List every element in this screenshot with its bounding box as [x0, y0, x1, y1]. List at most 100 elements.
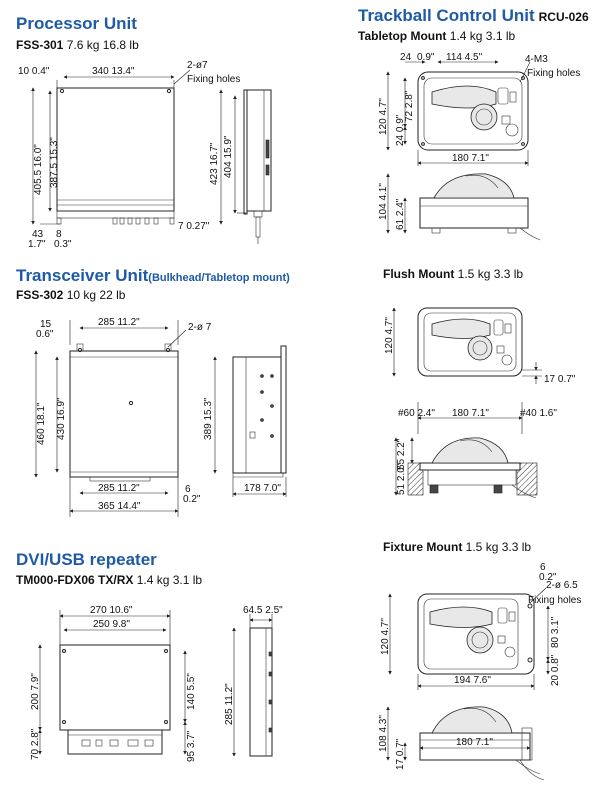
transceiver-center-hole: [128, 400, 134, 406]
processor-height-inner-label: 387.5 15.3": [49, 137, 60, 188]
flush-mount-label: Flush Mount: [383, 267, 455, 281]
processor-width-label: 340 13.4": [92, 66, 135, 77]
transceiver-unit-title: Transceiver Unit(Bulkhead/Tabletop mount…: [16, 266, 290, 286]
fixture-holes-label: 2-ø 6.5: [546, 580, 578, 591]
transceiver-model: FSS-302: [16, 288, 64, 302]
dvi-model: TM000-FDX06 TX/RX: [16, 573, 134, 587]
processor-model: FSS-301: [16, 38, 64, 52]
transceiver-side-depth-label: 178 7.0": [244, 483, 281, 494]
flush-mount-weight: 1.5 kg 3.3 lb: [457, 267, 524, 281]
tabletop-top-view: [417, 71, 529, 151]
transceiver-front-view: [69, 343, 179, 482]
fixture-trackball: [466, 626, 494, 654]
processor-bottom-a-label: 43: [32, 229, 44, 240]
processor-bottom-b-inch: 0.3": [54, 239, 72, 250]
transceiver-height-outer-label: 460 18.1": [36, 402, 47, 445]
transceiver-side-view: [232, 345, 287, 478]
processor-bottom-a-inch: 1.7": [28, 239, 46, 250]
processor-front-view: [56, 87, 175, 225]
dvi-side-view: [249, 627, 273, 757]
processor-side-depth-label: 7 0.27": [178, 221, 210, 232]
transceiver-left-offset-inch: 0.6": [36, 329, 54, 340]
dvi-side-height-label: 285 11.2": [224, 683, 235, 725]
processor-bottom-b-label: 8: [56, 229, 62, 240]
fixture-mount-weight: 1.5 kg 3.3 lb: [465, 540, 532, 554]
transceiver-width-bottom1-label: 285 11.2": [98, 483, 140, 494]
tabletop-mount-label: Tabletop Mount: [358, 29, 447, 43]
processor-fixing-hole-right: [166, 88, 172, 94]
flush-side-view: [407, 437, 538, 499]
transceiver-holes-label: 2-ø 7: [188, 322, 212, 333]
tabletop-height3-label: 24 0.9": [395, 114, 406, 146]
transceiver-title-note: (Bulkhead/Tabletop mount): [148, 272, 290, 284]
tabletop-dim-a-inch: 0.9": [417, 52, 435, 63]
trackball-model: RCU-026: [538, 10, 589, 24]
tabletop-dim-a-label: 24: [400, 52, 412, 63]
flush-height51-label: 51 2.0": [396, 463, 407, 495]
processor-weight: 7.6 kg 16.8 lb: [66, 38, 139, 52]
processor-side-height1-label: 423 16.7": [209, 142, 220, 185]
tabletop-height2-label: 72 2.8": [404, 90, 415, 122]
dvi-repeater-title: DVI/USB repeater: [16, 550, 157, 569]
fixture-fixing-hole-top: [527, 603, 533, 609]
processor-holes-label: 2-ø7: [187, 60, 208, 71]
flush-depth-label: 17 0.7": [544, 374, 576, 385]
tabletop-holes-caption: Fixing holes: [527, 68, 580, 79]
processor-model-line: FSS-301 7.6 kg 16.8 lb: [16, 38, 139, 52]
transceiver-width-bottom2-label: 365 14.4": [98, 501, 141, 512]
trackball-title-text: Trackball Control Unit: [358, 6, 535, 25]
dvi-weight: 1.4 kg 3.1 lb: [136, 573, 203, 587]
processor-left-offset-label: 10 0.4": [18, 66, 50, 77]
flush-height-label: 120 4.7": [384, 317, 395, 354]
fixture-height-label: 120 4.7": [380, 618, 391, 655]
fixture-side-height2-label: 17 0.7": [395, 738, 406, 770]
flush-height55-label: 55 2.2": [396, 438, 407, 470]
tabletop-trackball: [470, 103, 498, 131]
transceiver-fixing-hole-right: [165, 347, 171, 353]
transceiver-side-height-label: 389 15.3": [203, 397, 214, 440]
dvi-holes-height-label: 140 5.5": [186, 673, 197, 710]
transceiver-fixing-hole-left: [77, 347, 83, 353]
fixture-fixing-hole-bottom: [527, 657, 533, 663]
flush-top-view: [417, 307, 523, 377]
transceiver-weight: 10 kg 22 lb: [66, 288, 126, 302]
fixture-offset-inch: 0.2": [539, 572, 557, 583]
dvi-width-inner-label: 250 9.8": [93, 619, 130, 630]
transceiver-width-top-label: 285 11.2": [98, 317, 140, 328]
flush-mount-line: Flush Mount 1.5 kg 3.3 lb: [383, 267, 523, 281]
transceiver-bottom-gap-inch: 0.2": [183, 494, 201, 505]
processor-side-view: [243, 89, 272, 244]
fixture-side-width-label: 180 7.1": [456, 737, 493, 748]
transceiver-height-inner-label: 430 16.9": [56, 397, 67, 440]
flush-cutout-right-label: #40 1.6": [520, 408, 557, 419]
processor-side-height2-label: 404 15.9": [223, 135, 234, 178]
transceiver-title-text: Transceiver Unit: [16, 266, 149, 285]
dvi-side-depth-label: 64.5 2.5": [243, 605, 283, 616]
fixture-mount-line: Fixture Mount 1.5 kg 3.3 lb: [383, 540, 531, 554]
dvi-front-view: [59, 644, 171, 755]
tabletop-side-height1-label: 104 4.1": [378, 183, 389, 220]
tabletop-mount-weight: 1.4 kg 3.1 lb: [449, 29, 516, 43]
processor-holes-caption: Fixing holes: [187, 74, 240, 85]
fixture-height20-label: 20 0.8": [550, 654, 561, 686]
tabletop-width-label: 180 7.1": [452, 153, 489, 164]
flush-width-label: 180 7.1": [452, 408, 489, 419]
fixture-height80-label: 80 3.1": [550, 616, 561, 648]
tabletop-side-height2-label: 61 2.4": [395, 198, 406, 230]
fixture-mount-label: Fixture Mount: [383, 540, 463, 554]
transceiver-bottom-gap-label: 6: [185, 484, 191, 495]
dvi-height-body-label: 200 7.9": [30, 673, 41, 710]
processor-fixing-hole-left: [59, 88, 65, 94]
transceiver-left-offset-label: 15: [40, 319, 52, 330]
dvi-height-bottom-label: 70 2.8": [30, 728, 41, 760]
fixture-holes-caption: Fixing holes: [528, 595, 581, 606]
fixture-top-view: [417, 593, 535, 675]
tabletop-side-view: [419, 173, 541, 241]
flush-trackball: [467, 335, 493, 361]
tabletop-mount-line: Tabletop Mount 1.4 kg 3.1 lb: [358, 29, 515, 43]
tabletop-holes-label: 4-M3: [525, 54, 548, 65]
fixture-width-label: 194 7.6": [454, 675, 491, 686]
processor-height-outer-label: 405.5 16.0": [33, 144, 44, 195]
